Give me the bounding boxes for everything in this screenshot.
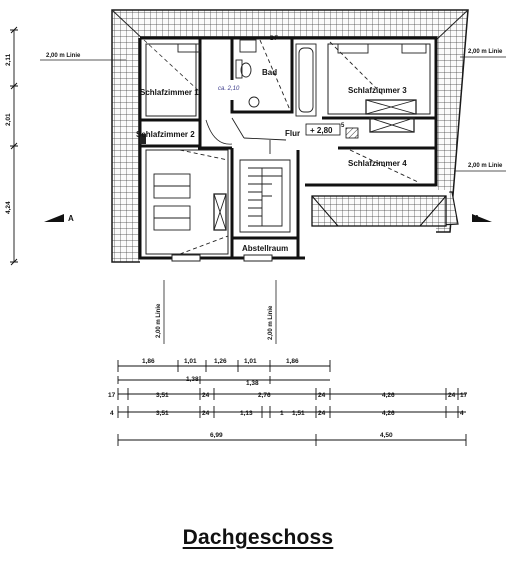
dim-r3-5: 4,26: [382, 392, 395, 399]
level-marker: + 2,80: [310, 126, 333, 135]
handwritten-note: ca. 2,10: [218, 86, 240, 92]
label-schlafzimmer-2: Schlafzimmer 2: [136, 130, 195, 139]
dim-r1-0: 1,86: [142, 358, 155, 365]
lower-roof-right: [312, 196, 446, 226]
dim-r4-8: 4: [460, 410, 464, 417]
hatched-box: [346, 128, 358, 138]
dim-r2-0: 1,38: [186, 376, 199, 383]
dim-r4-6: 24: [318, 410, 326, 417]
dim-r1-2: 1,26: [214, 358, 227, 365]
linie-bottom-mid: 2,00 m Linie: [268, 305, 274, 340]
linie-mid-right: 2,00 m Linie: [468, 163, 503, 169]
page-title: Dachgeschoss: [178, 526, 338, 550]
label-bad: Bad: [262, 68, 277, 77]
label-df: DF: [270, 36, 278, 42]
left-dimension-chain: 2,11 2,01 4,24: [5, 27, 18, 265]
dim-r1-4: 1,86: [286, 358, 299, 365]
dim-r4-0: 4: [110, 410, 114, 417]
dim-r4-3: 1,13: [240, 410, 253, 417]
dim-r3-0: 17: [108, 392, 116, 399]
label-schlafzimmer-4: Schlafzimmer 4: [348, 159, 407, 168]
left-dim-3: 4,24: [5, 201, 12, 214]
dim-r3-3: 2,76: [258, 392, 271, 399]
linie-top-left: 2,00 m Linie: [46, 53, 81, 59]
dim-r5-0: 6,99: [210, 432, 223, 439]
dim-r3-2: 24: [202, 392, 210, 399]
dim-r4-2: 24: [202, 410, 210, 417]
linie-bottom-left: 2,00 m Linie: [156, 303, 162, 338]
dim-r3-4: 24: [318, 392, 326, 399]
left-dim-1: 2,11: [5, 53, 12, 66]
dim-r3-7: 17: [460, 392, 468, 399]
linie-top-right: 2,00 m Linie: [468, 49, 503, 55]
dim-r4-7: 4,26: [382, 410, 395, 417]
dim-r4-5: 1,51: [292, 410, 305, 417]
section-marker-right: A: [474, 214, 480, 223]
dim-r3-6: 24: [448, 392, 456, 399]
bottom-dimension-labels: 1,86 1,01 1,26 1,01 1,86 1,38 1,38 17 3,…: [108, 358, 468, 439]
dim-r1-1: 1,01: [184, 358, 197, 365]
left-dim-2: 2,01: [5, 113, 12, 126]
label-abstellraum: Abstellraum: [242, 244, 288, 253]
label-schlafzimmer-1: Schlafzimmer 1: [140, 88, 199, 97]
section-marker-left: A: [68, 214, 74, 223]
dim-r4-4: 1: [280, 410, 284, 417]
label-schlafzimmer-3: Schlafzimmer 3: [348, 86, 407, 95]
dim-r2-1: 1,38: [246, 380, 259, 387]
bottom-dimension-chains: [118, 360, 466, 446]
dim-r3-1: 3,51: [156, 392, 169, 399]
label-flur: Flur: [285, 129, 300, 138]
dim-r5-1: 4,50: [380, 432, 393, 439]
dim-r1-3: 1,01: [244, 358, 257, 365]
dim-r4-1: 3,51: [156, 410, 169, 417]
